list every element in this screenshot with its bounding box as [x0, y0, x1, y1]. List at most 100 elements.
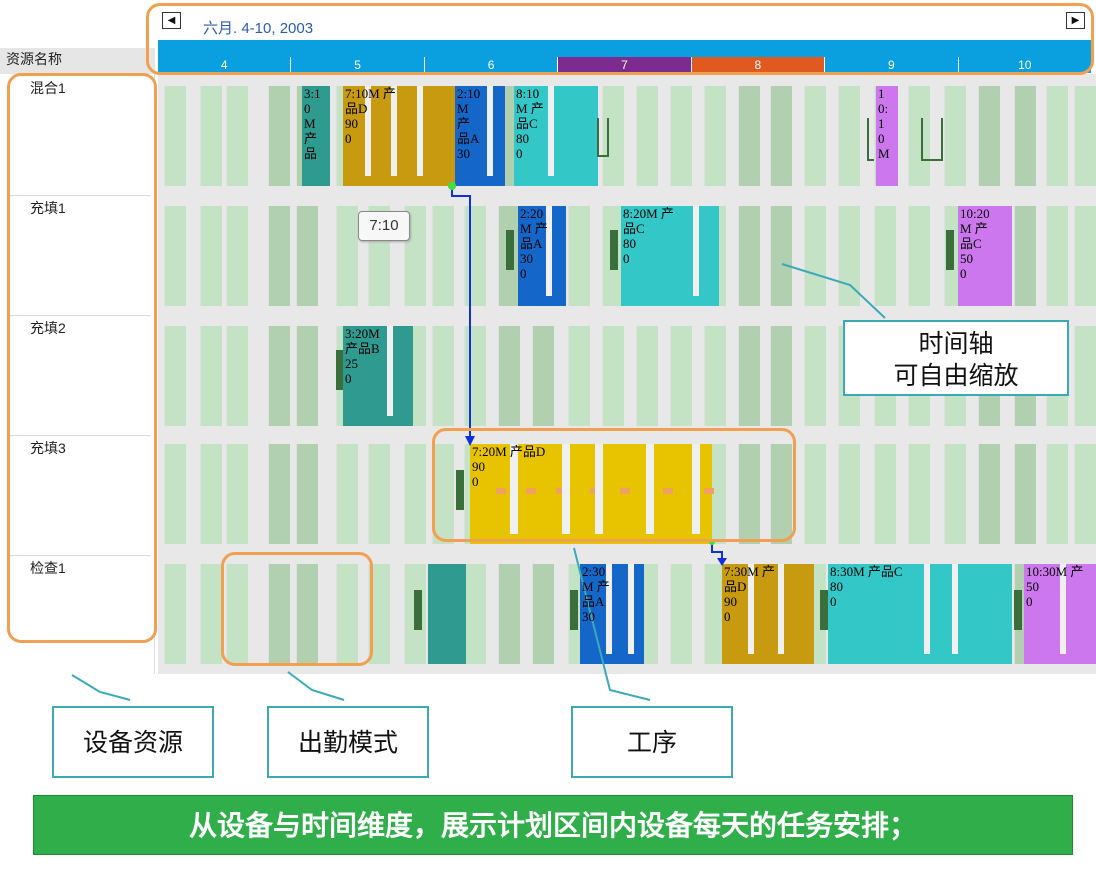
- setup-marker: [456, 470, 464, 510]
- gap: [562, 444, 570, 534]
- attendance-slot: [738, 86, 760, 186]
- task-label: 8:30M 产品C 80 0: [830, 564, 903, 609]
- timeline-band: [158, 40, 1092, 57]
- attendance-slot: [368, 444, 390, 544]
- gap: [646, 444, 654, 534]
- attendance-slot: [636, 86, 658, 186]
- attendance-slot: [296, 564, 318, 664]
- task-bar[interactable]: [428, 564, 466, 664]
- chevron-right-icon: ▶: [1071, 15, 1080, 26]
- attendance-slot: [1074, 444, 1096, 544]
- day-header-6[interactable]: 6: [424, 57, 559, 73]
- task-label: 8:20M 产 品C 80 0: [623, 206, 674, 266]
- resource-mix1[interactable]: 混合1: [30, 80, 66, 96]
- gap: [748, 564, 754, 654]
- task-bar[interactable]: 7:20M 产品D 90 0: [470, 444, 712, 544]
- split-marker: [496, 488, 506, 494]
- task-bar[interactable]: 2:20 M 产 品A 30 0: [518, 206, 566, 306]
- day-header-8[interactable]: 8: [691, 57, 826, 73]
- attendance-slot: [770, 86, 792, 186]
- day-header-7[interactable]: 7: [558, 57, 692, 73]
- attendance-slot: [432, 206, 454, 306]
- attendance-slot: [770, 206, 792, 306]
- split-marker: [526, 488, 536, 494]
- task-label: 10:20 M 产 品C 50 0: [960, 206, 990, 281]
- attendance-slot: [804, 86, 826, 186]
- attendance-slot: [226, 206, 248, 306]
- attendance-slot: [268, 206, 290, 306]
- resource-fill3[interactable]: 充填3: [30, 440, 66, 456]
- gap: [693, 206, 699, 296]
- process-highlight: [432, 428, 796, 542]
- row-divider: [10, 555, 150, 556]
- setup-marker: [820, 590, 828, 630]
- attendance-slot: [944, 444, 966, 544]
- task-bar[interactable]: 3:20M 产品B 25 0: [343, 326, 413, 426]
- gap: [778, 564, 784, 654]
- attendance-slot: [704, 564, 726, 664]
- attendance-slot: [336, 206, 358, 306]
- attendance-slot: [568, 206, 590, 306]
- task-bar[interactable]: 3:1 0 M 产 品: [302, 86, 330, 186]
- attendance-slot: [636, 326, 658, 426]
- attendance-slot: [336, 564, 358, 664]
- attendance-slot: [464, 326, 486, 426]
- attendance-slot: [908, 444, 930, 544]
- task-bar[interactable]: 1 0: 1 0 M: [876, 86, 898, 186]
- attendance-slot: [838, 444, 860, 544]
- attendance-slot: [602, 326, 624, 426]
- task-bar[interactable]: 7:30M 产 品D 90 0: [722, 564, 814, 664]
- attendance-slot: [200, 206, 222, 306]
- attendance-slot: [368, 564, 390, 664]
- attendance-slot: [874, 206, 896, 306]
- attendance-slot: [978, 444, 1000, 544]
- setup-marker: [1014, 590, 1022, 630]
- gap: [952, 564, 958, 654]
- attendance-slot: [226, 444, 248, 544]
- lane-mix1: [158, 86, 1096, 186]
- resource-column-header: 资源名称: [0, 48, 155, 74]
- task-bar[interactable]: 8:30M 产品C 80 0: [828, 564, 1012, 664]
- prev-week-button[interactable]: ◀: [162, 12, 181, 29]
- day-header-10[interactable]: 10: [958, 57, 1092, 73]
- resource-check1[interactable]: 检查1: [30, 560, 66, 576]
- attendance-slot: [770, 326, 792, 426]
- attendance-slot: [268, 564, 290, 664]
- attendance-slot: [200, 444, 222, 544]
- split-marker: [620, 488, 630, 494]
- task-label: 2:30 M 产 品A 30: [582, 564, 610, 624]
- attendance-slot: [670, 326, 692, 426]
- day-header-9[interactable]: 9: [825, 57, 959, 73]
- day-header-5[interactable]: 5: [291, 57, 425, 73]
- task-label: 3:1 0 M 产 品: [304, 86, 321, 161]
- task-bar[interactable]: 2:10 M 产 品A 30: [455, 86, 505, 186]
- attendance-slot: [738, 326, 760, 426]
- attendance-slot: [226, 564, 248, 664]
- task-bar[interactable]: 10:20 M 产 品C 50 0: [958, 206, 1012, 306]
- lane-fill3: [158, 444, 1096, 544]
- day-header-4[interactable]: 4: [158, 57, 292, 73]
- attendance-slot: [336, 444, 358, 544]
- task-bar[interactable]: 10:30M 产 50 0: [1024, 564, 1096, 664]
- attendance-slot: [1046, 86, 1068, 186]
- attendance-slot: [804, 444, 826, 544]
- gap: [365, 86, 371, 176]
- task-bar[interactable]: 7:10M 产 品D 90 0: [343, 86, 455, 186]
- gap: [595, 444, 603, 534]
- resource-fill1[interactable]: 充填1: [30, 200, 66, 216]
- task-label: 3:20M 产品B 25 0: [345, 326, 380, 386]
- chevron-left-icon: ◀: [167, 15, 176, 26]
- task-bar[interactable]: 8:20M 产 品C 80 0: [621, 206, 719, 306]
- attendance-slot: [738, 444, 760, 544]
- attendance-slot: [1014, 444, 1036, 544]
- task-bar[interactable]: 8:10 M 产 品C 80 0: [514, 86, 598, 186]
- attendance-slot: [498, 326, 520, 426]
- attendance-slot: [1074, 326, 1096, 426]
- resource-fill2[interactable]: 充填2: [30, 320, 66, 336]
- task-bar[interactable]: 2:30 M 产 品A 30: [580, 564, 644, 664]
- attendance-slot: [738, 206, 760, 306]
- timeline-callout: 时间轴 可自由缩放: [843, 320, 1069, 396]
- setup-marker: [506, 230, 514, 270]
